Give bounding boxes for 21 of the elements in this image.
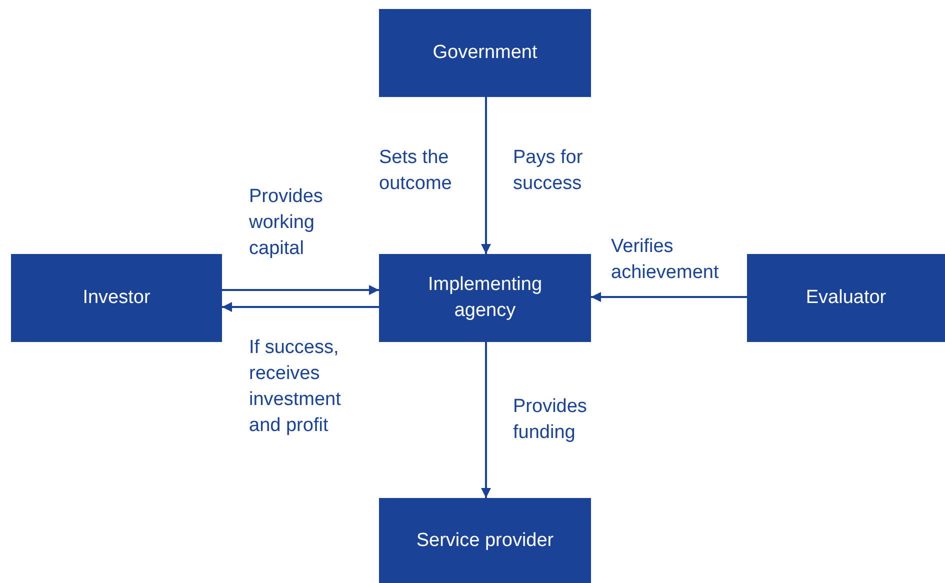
edge-label: Sets the outcome [379, 146, 453, 196]
edge-label: Provides working capital [249, 185, 324, 261]
box-label: Implementing agency [426, 273, 544, 323]
box-label: Evaluator [806, 286, 886, 310]
process-box [379, 498, 591, 583]
box-label: Investor [82, 286, 150, 310]
process-box [379, 254, 591, 342]
box-label: Service provider [416, 528, 554, 552]
arrow [481, 342, 491, 498]
edge-label: Provides funding [513, 395, 588, 445]
annotation-label: Pays for success [513, 146, 584, 196]
edge-label: If success, receives investment and profit [249, 336, 342, 438]
arrow [481, 97, 491, 254]
edge-label: Verifies achievement [611, 235, 720, 285]
process-box [379, 9, 591, 97]
arrow [222, 302, 379, 312]
process-box [747, 254, 945, 342]
process-box [11, 254, 222, 342]
arrow [591, 292, 747, 302]
box-label: Government [432, 41, 538, 65]
arrow [222, 285, 379, 295]
